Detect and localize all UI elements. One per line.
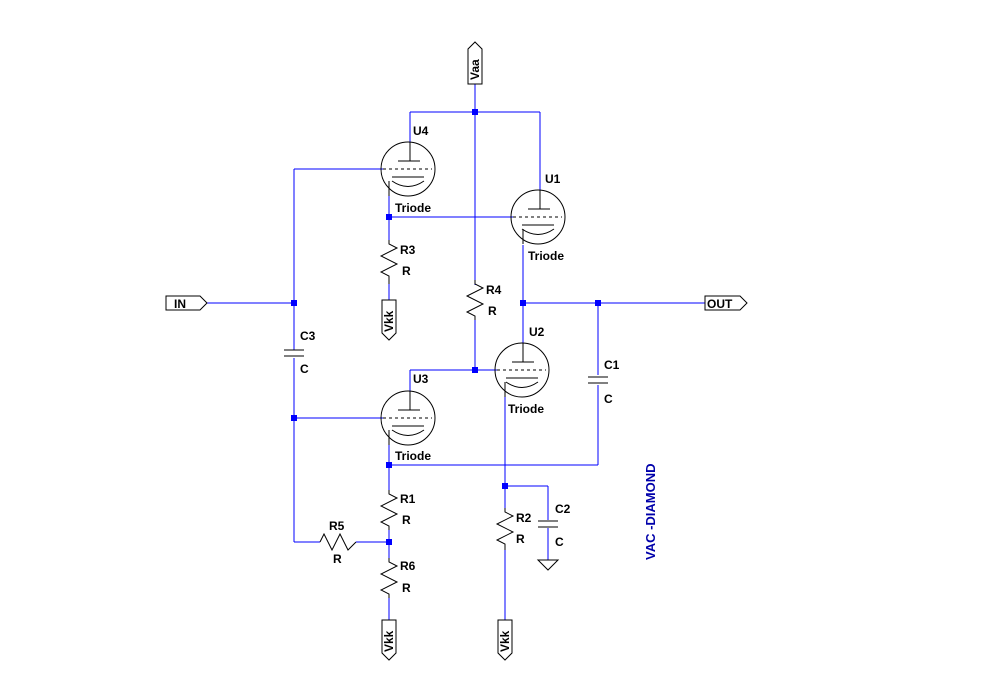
- u1-value: Triode: [528, 249, 564, 263]
- capacitor-c3[interactable]: C3 C: [284, 329, 316, 376]
- triode-u1[interactable]: U1 Triode: [510, 172, 566, 263]
- resistor-r4[interactable]: R4 R: [465, 280, 502, 320]
- c2-value: C: [555, 535, 564, 549]
- u3-ref: U3: [413, 372, 429, 386]
- resistor-r3[interactable]: R3 R: [379, 240, 416, 284]
- r5-ref: R5: [329, 519, 345, 533]
- triode-u3[interactable]: U3 Triode: [380, 372, 436, 463]
- ground-icon: [536, 559, 560, 571]
- u4-ref: U4: [413, 124, 429, 138]
- capacitor-c1[interactable]: C1 C: [588, 358, 620, 406]
- u2-ref: U2: [529, 325, 545, 339]
- r1-value: R: [402, 513, 411, 527]
- r4-ref: R4: [486, 283, 502, 297]
- r6-value: R: [402, 581, 411, 595]
- c2-ref: C2: [555, 502, 571, 516]
- resistor-r5[interactable]: R5 R: [319, 519, 357, 566]
- port-out-label: OUT: [707, 297, 733, 311]
- junctions: [291, 109, 601, 545]
- port-vaa-label: Vaa: [468, 59, 482, 80]
- port-vkk-r6-label: Vkk: [382, 630, 396, 652]
- c1-value: C: [604, 392, 613, 406]
- c3-ref: C3: [300, 329, 316, 343]
- triode-u2[interactable]: U2 Triode: [494, 325, 550, 416]
- port-vkk-r2[interactable]: Vkk: [497, 619, 513, 661]
- port-vkk-r6[interactable]: Vkk: [381, 619, 397, 661]
- r5-value: R: [333, 552, 342, 566]
- r2-value: R: [516, 532, 525, 546]
- c3-value: C: [300, 362, 309, 376]
- port-vaa[interactable]: Vaa: [467, 41, 483, 85]
- r6-ref: R6: [400, 559, 416, 573]
- r1-ref: R1: [400, 492, 416, 506]
- triode-u4[interactable]: U4 Triode: [380, 124, 436, 215]
- port-vkk-r2-label: Vkk: [498, 630, 512, 652]
- r3-ref: R3: [400, 243, 416, 257]
- wires: [207, 84, 705, 620]
- r4-value: R: [488, 304, 497, 318]
- resistor-r1[interactable]: R1 R: [379, 490, 416, 530]
- u2-value: Triode: [508, 402, 544, 416]
- port-out[interactable]: OUT: [704, 295, 748, 311]
- port-vkk-r3-label: Vkk: [382, 310, 396, 332]
- u1-ref: U1: [545, 172, 561, 186]
- r2-ref: R2: [516, 511, 532, 525]
- capacitor-c2[interactable]: C2 C: [538, 502, 571, 549]
- port-in-label: IN: [174, 297, 186, 311]
- resistor-r6[interactable]: R6 R: [379, 558, 416, 598]
- port-in[interactable]: IN: [165, 295, 208, 311]
- u4-value: Triode: [395, 201, 431, 215]
- r3-value: R: [402, 264, 411, 278]
- schematic-title: VAC -DIAMOND: [643, 463, 658, 560]
- port-vkk-r3[interactable]: Vkk: [381, 299, 397, 341]
- u3-value: Triode: [395, 449, 431, 463]
- resistor-r2[interactable]: R2 R: [495, 508, 532, 550]
- c1-ref: C1: [604, 358, 620, 372]
